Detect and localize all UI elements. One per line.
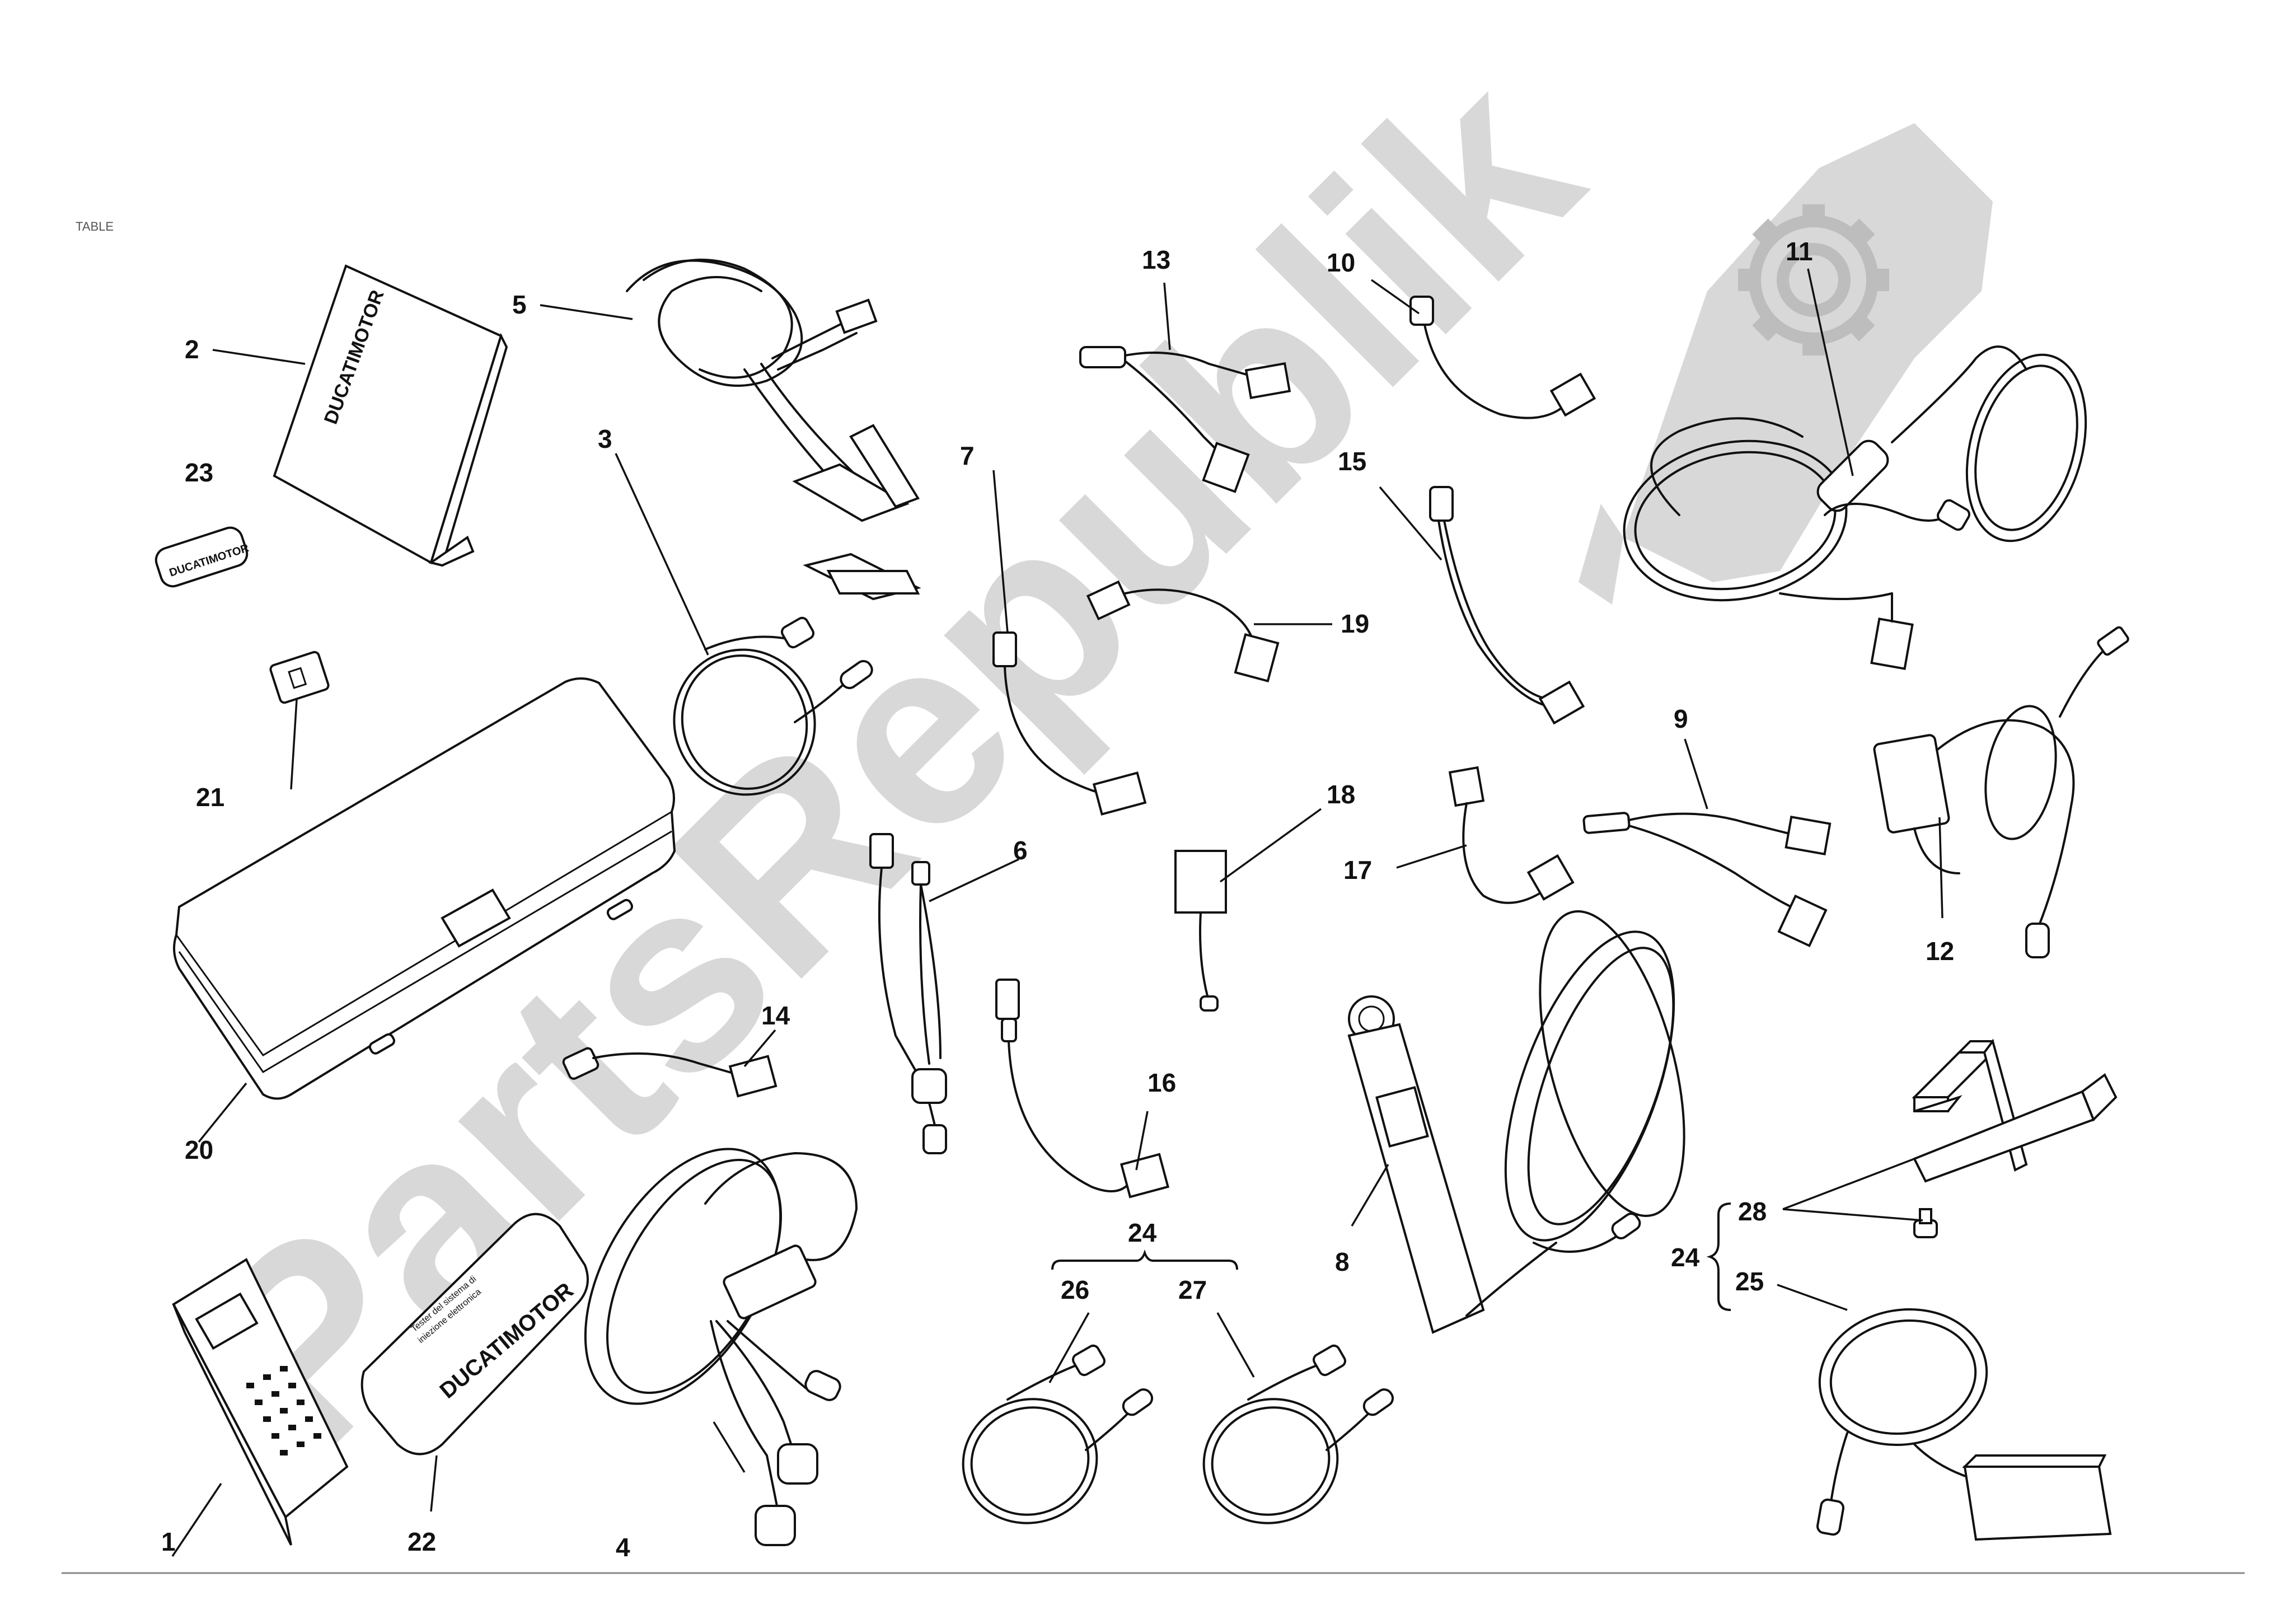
header-tiny-text: TABLE (76, 219, 114, 233)
part-2-manual: DUCATIMOTOR (273, 264, 508, 567)
part-12-filter-cable (1873, 626, 2129, 958)
callout-3: 3 (598, 424, 612, 453)
part-9-adapter (1582, 812, 1832, 948)
callout-17: 17 (1343, 855, 1372, 884)
part-16-cable (995, 979, 1170, 1199)
part-19-cable (1086, 580, 1280, 683)
part-25-power-supply (1816, 1308, 2112, 1541)
brace-24-top (1051, 1249, 1238, 1270)
part-21-label (269, 650, 330, 704)
callout-6: 6 (1013, 836, 1028, 865)
leader-lines (171, 268, 1943, 1557)
callout-14: 14 (761, 1001, 790, 1030)
callout-19: 19 (1341, 609, 1369, 638)
brace-24-side (1706, 1202, 1731, 1311)
watermark-text: PartsRepublik (141, 16, 1633, 1508)
part-27-cable (1202, 1344, 1394, 1524)
callout-22: 22 (408, 1527, 436, 1556)
part-18-module (1174, 850, 1227, 1012)
callout-12: 12 (1926, 937, 1954, 966)
part-6-cable (869, 833, 947, 1154)
callout-15: 15 (1338, 447, 1366, 476)
callout-24-side: 24 (1671, 1243, 1700, 1272)
callout-26: 26 (1061, 1275, 1089, 1304)
part-20-case (173, 677, 676, 1100)
part-23-sticker: DUCATIMOTOR (154, 526, 251, 588)
part-13-adapter (1079, 346, 1291, 493)
callout-24-top: 24 (1128, 1218, 1157, 1247)
part-3-cable (673, 616, 873, 796)
callout-1: 1 (161, 1527, 176, 1556)
callout-28: 28 (1738, 1197, 1767, 1226)
callout-25: 25 (1735, 1267, 1764, 1296)
callout-23: 23 (185, 458, 213, 487)
part-26-cable (962, 1344, 1154, 1524)
callout-27: 27 (1178, 1275, 1207, 1304)
gear-flag-logo-icon (1579, 123, 1993, 605)
callout-4: 4 (616, 1533, 630, 1562)
part-1-tester (172, 1258, 349, 1546)
callout-11: 11 (1786, 237, 1813, 266)
callout-16: 16 (1148, 1068, 1176, 1097)
part-10-cable (1409, 296, 1596, 419)
part-11-probe (1623, 345, 2087, 670)
callout-2: 2 (185, 335, 199, 364)
part-15-cable (1429, 486, 1585, 725)
callout-13: 13 (1142, 245, 1170, 274)
callout-9: 9 (1674, 704, 1688, 733)
part-7-cable (992, 631, 1147, 816)
callout-20: 20 (185, 1135, 213, 1164)
part-17-cable (1448, 766, 1575, 904)
part-5-clip-cable (626, 259, 921, 601)
callout-5: 5 (512, 290, 527, 319)
callout-21: 21 (196, 783, 224, 812)
callout-10: 10 (1327, 248, 1355, 277)
part-4-harness (584, 1148, 858, 1546)
callout-8: 8 (1335, 1247, 1350, 1276)
callout-18: 18 (1327, 780, 1355, 809)
part-28-bracket (1912, 1038, 2118, 1238)
callout-labels: 1 2 3 4 5 6 7 8 9 10 11 12 13 14 15 16 1… (161, 237, 1954, 1562)
part-8-clamp-meter (1347, 910, 1685, 1334)
callout-7: 7 (960, 441, 975, 470)
